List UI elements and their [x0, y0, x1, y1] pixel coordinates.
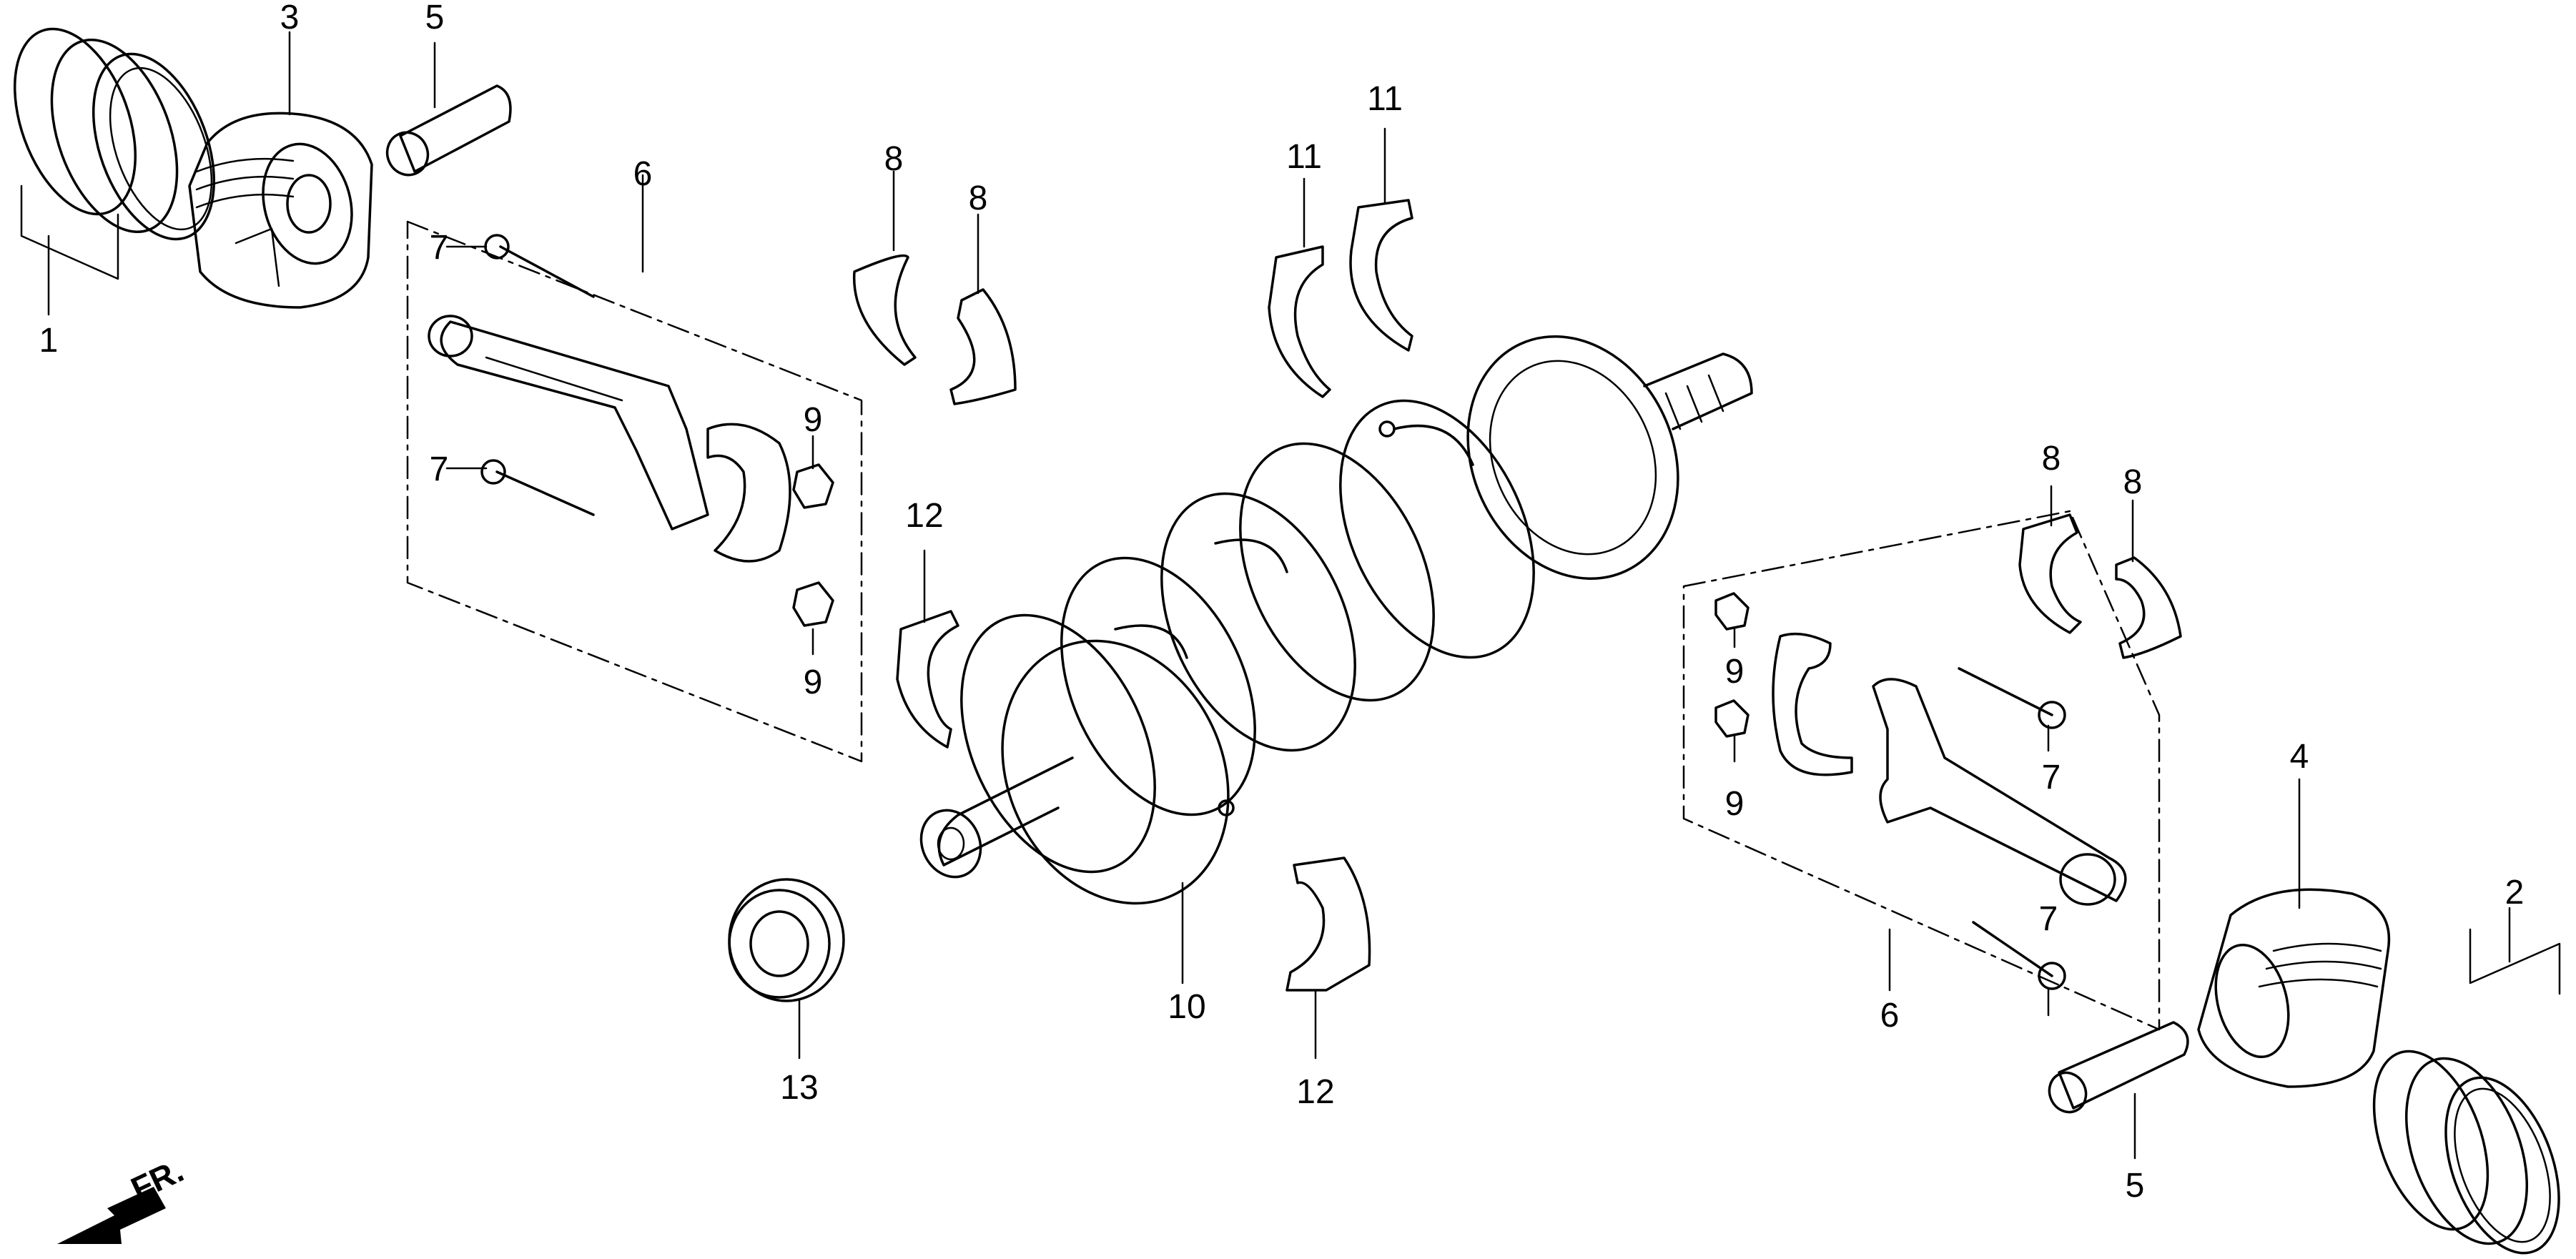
- piston-left: [188, 112, 373, 309]
- piston-pin-right: [2048, 1021, 2189, 1114]
- callout-labels: 1 2 3 4 5 5 6 6 7 7 7 7 8 8 8 8 9 9 9 9 …: [39, 0, 2525, 1205]
- piston-pin-left: [385, 84, 512, 177]
- conrod-assembly-left: [406, 220, 863, 763]
- callout-9-upper-right: 9: [1725, 653, 1745, 691]
- oil-seal: [728, 878, 845, 1002]
- leader-lines: [288, 31, 2301, 1160]
- callout-4: 4: [2290, 738, 2309, 776]
- piston-rings-right: [2372, 1050, 2560, 1255]
- callout-7-lower-right: 7: [2039, 900, 2058, 938]
- callout-11-b: 11: [1367, 80, 1403, 118]
- callout-9-lower-left: 9: [804, 663, 823, 701]
- callout-3: 3: [280, 0, 300, 36]
- bearing-shell-12-left: [896, 610, 959, 749]
- piston-rings-left: [13, 27, 216, 241]
- callout-10: 10: [1168, 988, 1205, 1026]
- bearing-shells-left: [852, 254, 1017, 405]
- callout-9-lower-right: 9: [1725, 785, 1745, 823]
- callout-12-left: 12: [905, 497, 943, 535]
- ring-set-bracket-left: [20, 184, 119, 316]
- callout-9-upper-left: 9: [804, 401, 823, 439]
- thrust-washers-11: [1268, 199, 1413, 398]
- callout-6-right: 6: [1880, 997, 1900, 1035]
- callout-2: 2: [2505, 874, 2525, 912]
- callout-5-left: 5: [425, 0, 445, 36]
- callout-8-left-a: 8: [884, 140, 904, 178]
- ring-set-bracket-right: [2469, 907, 2561, 995]
- callout-7-upper-right: 7: [2042, 759, 2061, 796]
- conrod-assembly-right: [1682, 510, 2161, 1031]
- piston-right: [2197, 888, 2391, 1088]
- callout-6-left: 6: [633, 155, 653, 193]
- bearing-shells-right: [2018, 513, 2182, 659]
- callout-12-lower: 12: [1296, 1073, 1334, 1111]
- callout-11-a: 11: [1286, 138, 1322, 176]
- callout-8-right-b: 8: [2123, 463, 2143, 501]
- callout-5-right: 5: [2126, 1167, 2145, 1205]
- callout-8-right-a: 8: [2042, 440, 2061, 478]
- crankshaft: [919, 335, 1753, 905]
- front-direction-arrow: FR.: [57, 1152, 189, 1244]
- callout-8-left-b: 8: [969, 179, 988, 217]
- bearing-shell-12-lower: [1285, 856, 1371, 992]
- callout-7-lower-left: 7: [430, 450, 449, 488]
- callout-7-upper-left: 7: [430, 229, 449, 267]
- callout-13: 13: [780, 1069, 818, 1107]
- callout-1: 1: [39, 322, 59, 360]
